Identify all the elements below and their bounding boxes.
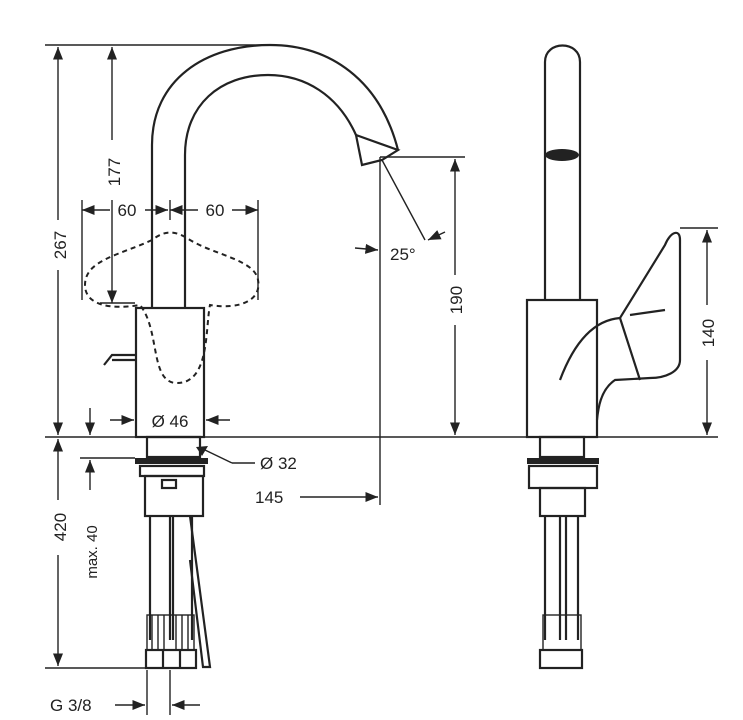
- front-view-faucet: [83, 43, 401, 670]
- dim-60-left: 60: [118, 201, 137, 220]
- dim-140: 140: [699, 319, 718, 347]
- dim-g-3-8: G 3/8: [50, 696, 92, 715]
- dim-420: 420: [51, 513, 70, 541]
- dim-267: 267: [51, 231, 70, 259]
- dim-177: 177: [105, 158, 124, 186]
- dim-max-40: max. 40: [84, 525, 101, 578]
- dim-145: 145: [255, 488, 283, 507]
- dim-diameter-32: Ø 32: [260, 454, 297, 473]
- dimension-lines: [45, 47, 718, 715]
- side-view-faucet: [525, 44, 682, 670]
- dim-60-right: 60: [206, 201, 225, 220]
- dim-diameter-46: Ø 46: [152, 412, 189, 431]
- dim-190: 190: [447, 286, 466, 314]
- dim-25-degrees: 25°: [390, 245, 416, 264]
